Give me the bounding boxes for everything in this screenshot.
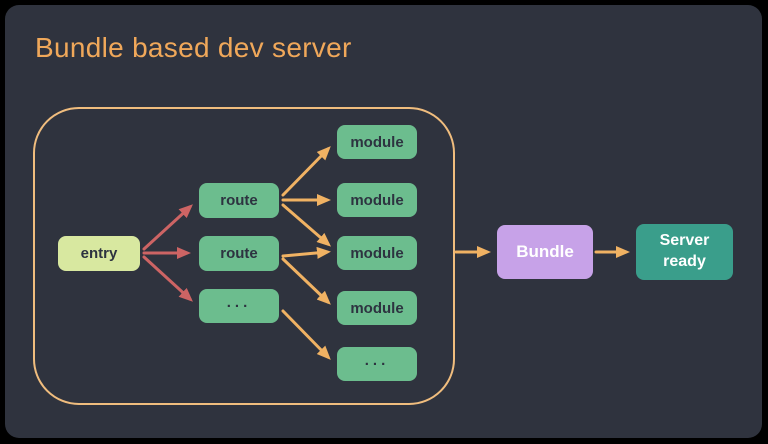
- node-server-ready: Server ready: [636, 224, 733, 280]
- node-module-1-label: module: [350, 133, 404, 151]
- node-route-1: route: [199, 183, 279, 218]
- node-bundle: Bundle: [497, 225, 593, 279]
- node-route-1-label: route: [220, 192, 258, 209]
- node-entry-label: entry: [80, 245, 118, 262]
- node-module-4: module: [337, 291, 417, 325]
- node-route-more: ...: [199, 289, 279, 323]
- node-module-more: ...: [337, 347, 417, 381]
- bundle-scan-container: [33, 107, 455, 405]
- node-route-more-label: ...: [226, 293, 252, 311]
- node-route-2: route: [199, 236, 279, 271]
- node-module-4-label: module: [350, 299, 404, 317]
- node-module-2: module: [337, 183, 417, 217]
- node-module-more-label: ...: [364, 351, 390, 369]
- node-server-ready-label: Server ready: [659, 232, 710, 270]
- diagram-title-text: Bundle based dev server: [35, 32, 352, 63]
- diagram-title: Bundle based dev server: [35, 32, 352, 64]
- node-entry: entry: [58, 236, 140, 271]
- node-module-2-label: module: [350, 191, 404, 209]
- node-bundle-label: Bundle: [516, 242, 574, 261]
- node-module-1: module: [337, 125, 417, 159]
- node-module-3-label: module: [350, 244, 404, 262]
- node-module-3: module: [337, 236, 417, 270]
- node-route-2-label: route: [220, 245, 258, 262]
